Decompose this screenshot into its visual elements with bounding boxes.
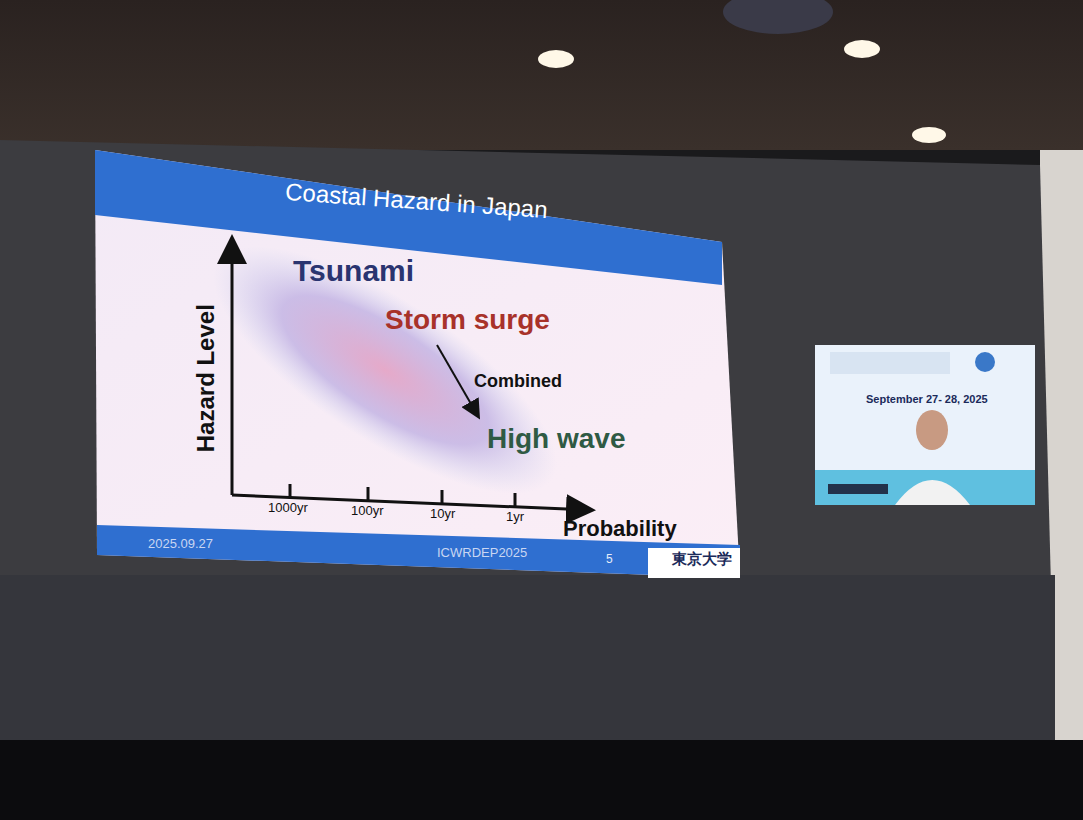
tick-label: 10yr [430,507,455,521]
axis-title: Hazard Level [193,304,219,452]
axis-title: Probability [563,517,677,541]
tick-label: 1yr [506,510,524,524]
hazard-label: Tsunami [293,254,414,287]
arrow-label: Combined [474,372,562,392]
tick-label: 1000yr [268,501,308,515]
hazard-label: High wave [487,424,625,455]
hazard-label: Storm surge [385,305,550,336]
page-number: 5 [606,553,613,566]
university-logo: 東京大学 [672,551,732,568]
slide-date: 2025.09.27 [148,537,213,551]
slide-footer: ICWRDEP2025 [437,546,527,560]
event-date: September 27- 28, 2025 [866,393,988,405]
tick-label: 100yr [351,504,384,518]
